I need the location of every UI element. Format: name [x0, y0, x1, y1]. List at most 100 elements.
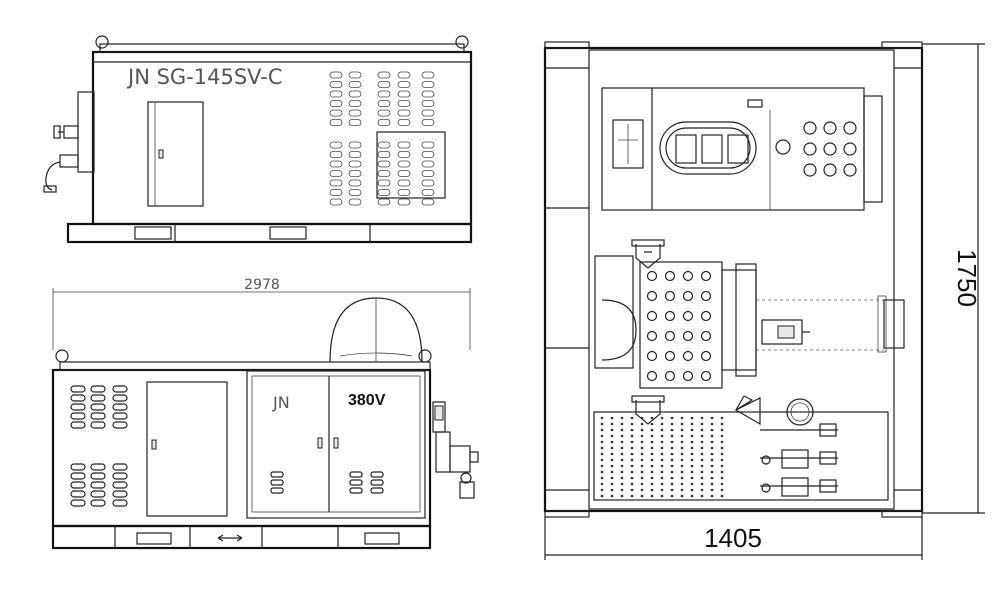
- side-width-dimension: 1405: [704, 523, 762, 553]
- manifold-port: [682, 270, 694, 282]
- grille-hole: [680, 488, 684, 492]
- vent-slot: [421, 119, 435, 126]
- vent-slot: [377, 109, 391, 117]
- grille-hole: [600, 446, 604, 450]
- grille-hole: [610, 446, 614, 450]
- grille-hole: [600, 416, 604, 420]
- grille-hole: [620, 446, 624, 450]
- manifold-port: [664, 330, 676, 342]
- grille-hole: [650, 488, 654, 492]
- grille-hole: [720, 494, 724, 498]
- vent-slot: [421, 170, 435, 177]
- grille-hole: [670, 482, 674, 486]
- top-view: JN SG-145SV-C: [43, 35, 473, 244]
- grille-hole: [700, 488, 704, 492]
- grille-hole: [630, 488, 634, 492]
- vent-slot: [421, 141, 435, 149]
- vent-slot: [348, 71, 362, 79]
- valve-assembly: [43, 91, 95, 193]
- vent-slot: [329, 179, 343, 187]
- grille-hole: [680, 476, 684, 480]
- grille-hole: [700, 440, 704, 444]
- grille-hole: [610, 428, 614, 432]
- grille-hole: [610, 476, 614, 480]
- grille-hole: [680, 434, 684, 438]
- vent-slot: [348, 170, 362, 177]
- grille-hole: [640, 446, 644, 450]
- grille-hole: [610, 458, 614, 462]
- grille-hole: [630, 482, 634, 486]
- grille-hole: [720, 440, 724, 444]
- vent-slot: [70, 403, 86, 411]
- grille-hole: [670, 446, 674, 450]
- grille-hole: [620, 440, 624, 444]
- manifold-port: [682, 330, 694, 342]
- vent-slot: [270, 479, 284, 486]
- grille-hole: [660, 434, 664, 438]
- side-bottom-grille: [593, 411, 889, 501]
- control-button: [843, 121, 857, 135]
- grille-hole: [620, 416, 624, 420]
- grille-hole: [680, 440, 684, 444]
- vent-slot: [329, 189, 343, 196]
- vent-slot: [329, 198, 343, 206]
- grille-hole: [720, 470, 724, 474]
- grille-hole: [700, 422, 704, 426]
- vent-slot: [348, 90, 362, 98]
- grille-hole: [650, 446, 654, 450]
- grille-hole: [670, 440, 674, 444]
- vent-slot: [90, 394, 106, 402]
- grille-hole: [600, 482, 604, 486]
- manifold-port: [646, 370, 658, 382]
- grille-hole: [690, 434, 694, 438]
- grille-hole: [690, 452, 694, 456]
- grille-hole: [670, 452, 674, 456]
- grille-hole: [660, 458, 664, 462]
- vent-slot: [90, 490, 106, 498]
- grille-hole: [690, 440, 694, 444]
- grille-hole: [680, 446, 684, 450]
- grille-hole: [720, 464, 724, 468]
- grille-hole: [610, 488, 614, 492]
- grille-hole: [690, 470, 694, 474]
- grille-hole: [660, 446, 664, 450]
- vent-slot: [377, 71, 391, 79]
- grille-hole: [700, 416, 704, 420]
- grille-hole: [650, 440, 654, 444]
- vent-slot: [90, 385, 106, 393]
- vent-slot: [397, 151, 411, 158]
- front-vent-grille: [70, 385, 128, 507]
- vent-slot: [397, 170, 411, 177]
- vent-slot: [112, 499, 128, 507]
- grille-hole: [670, 458, 674, 462]
- grille-hole: [670, 416, 674, 420]
- pressure-gauge-icon: [786, 398, 814, 426]
- front-middle-door: [146, 381, 228, 517]
- vent-slot: [377, 151, 391, 158]
- grille-hole: [650, 494, 654, 498]
- model-label: JN SG-145SV-C: [126, 65, 283, 89]
- grille-hole: [600, 452, 604, 456]
- grille-hole: [610, 422, 614, 426]
- vent-slot: [70, 394, 86, 402]
- vent-slot: [397, 100, 411, 107]
- grille-hole: [630, 440, 634, 444]
- grille-hole: [670, 488, 674, 492]
- vent-slot: [397, 179, 411, 187]
- outlet-fitting: [432, 401, 479, 499]
- grille-hole: [700, 446, 704, 450]
- grille-hole: [640, 416, 644, 420]
- grille-hole: [640, 440, 644, 444]
- grille-hole: [710, 464, 714, 468]
- grille-hole: [660, 440, 664, 444]
- vent-slot: [348, 100, 362, 107]
- front-width-dimension: 2978: [244, 277, 280, 293]
- grille-hole: [710, 470, 714, 474]
- grille-hole: [690, 428, 694, 432]
- vent-slot: [90, 481, 106, 489]
- vent-slot: [112, 472, 128, 480]
- grille-hole: [660, 482, 664, 486]
- grille-hole: [660, 464, 664, 468]
- vent-slot: [370, 479, 384, 486]
- control-button: [803, 121, 817, 135]
